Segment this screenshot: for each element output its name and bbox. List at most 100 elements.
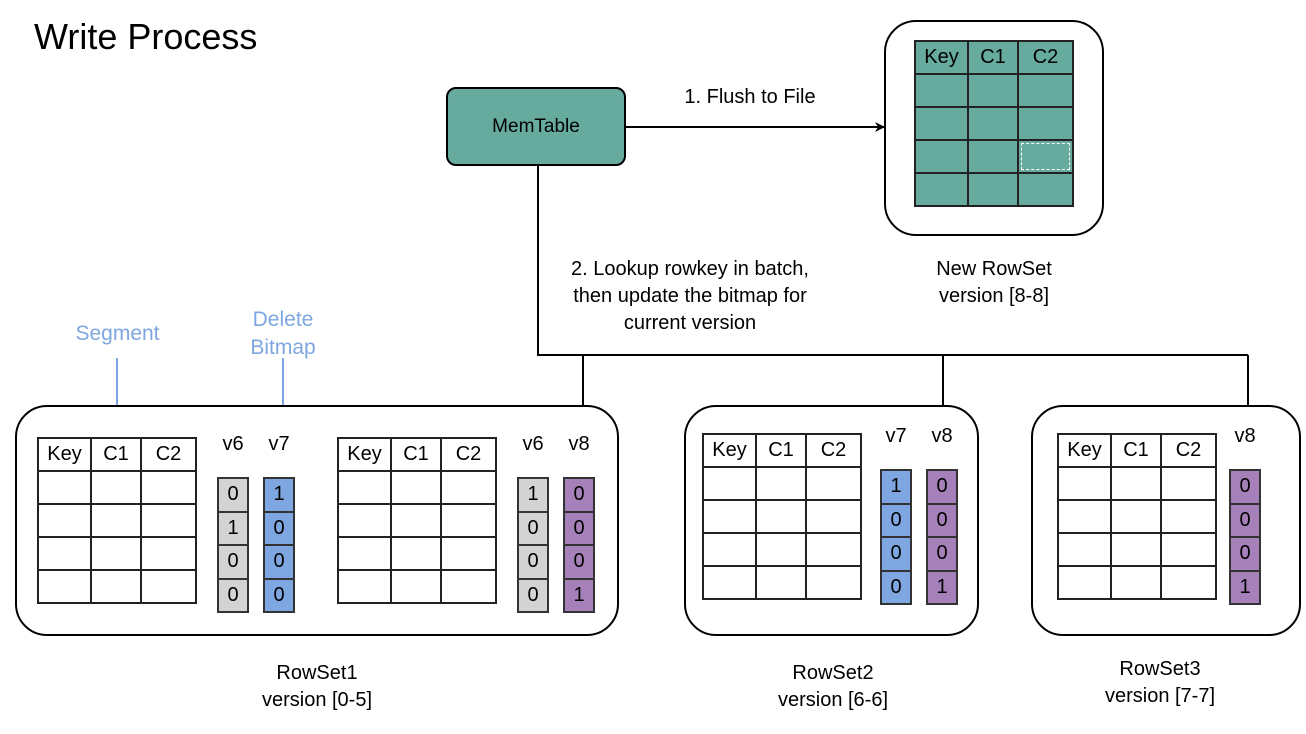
bitmap-version-label: v8 xyxy=(1234,425,1256,447)
bitmap-bit: 0 xyxy=(217,544,249,580)
cell xyxy=(805,532,862,567)
cell xyxy=(805,466,862,501)
memtable-label: MemTable xyxy=(492,115,580,137)
bitmap-bit: 1 xyxy=(217,510,249,546)
table-row xyxy=(914,139,1074,174)
new-rowset-name: New RowSet xyxy=(936,258,1052,280)
cell xyxy=(914,172,969,207)
lookup-label-line-1: 2. Lookup rowkey in batch, xyxy=(571,258,809,280)
rowset2-version: version [6-6] xyxy=(777,689,889,711)
header-key: Key xyxy=(337,437,392,472)
table-row xyxy=(702,565,862,600)
cell xyxy=(914,139,969,174)
bitmap-bit: 0 xyxy=(1229,469,1261,505)
flush-label: 1. Flush to File xyxy=(684,86,816,108)
lookup-label-line-2: then update the bitmap for xyxy=(573,285,807,307)
cell xyxy=(1057,466,1112,501)
cell xyxy=(90,503,142,538)
new-rowset-segment-table: Key C1 C2 xyxy=(914,40,1074,207)
table-row xyxy=(702,466,862,501)
new-rowset-version: version [8-8] xyxy=(938,285,1050,307)
table-row xyxy=(914,73,1074,108)
rowset2-caption: RowSet2 version [6-6] xyxy=(733,660,933,714)
table-row xyxy=(914,106,1074,141)
header-key: Key xyxy=(914,40,969,75)
table-row xyxy=(1057,532,1217,567)
cell xyxy=(37,569,92,604)
cell xyxy=(755,532,807,567)
cell xyxy=(390,569,442,604)
bitmap-version-label: v6 xyxy=(222,433,244,455)
header-c2: C2 xyxy=(1017,40,1074,75)
delete-bitmap-annotation-line-2: Bitmap xyxy=(250,336,316,359)
header-c2: C2 xyxy=(1160,433,1217,468)
bitmap-bit: 0 xyxy=(563,544,595,580)
table-row xyxy=(914,172,1074,207)
cell xyxy=(755,565,807,600)
lookup-label-line-3: current version xyxy=(623,312,757,334)
table-row xyxy=(337,569,497,604)
cell xyxy=(967,106,1019,141)
bitmap-version-label: v8 xyxy=(931,425,953,447)
cell xyxy=(702,466,757,501)
bitmap-bit: 0 xyxy=(263,544,295,580)
table-header-row: Key C1 C2 xyxy=(914,40,1074,75)
bitmap-bit: 0 xyxy=(926,502,958,538)
cell xyxy=(337,470,392,505)
table-row xyxy=(37,536,197,571)
header-key: Key xyxy=(1057,433,1112,468)
header-c1: C1 xyxy=(1110,433,1162,468)
lookup-label: 2. Lookup rowkey in batch, then update t… xyxy=(540,256,840,337)
bitmap-bit: 1 xyxy=(880,469,912,505)
cell xyxy=(440,536,497,571)
cell xyxy=(1057,532,1112,567)
new-rowset[interactable]: Key C1 C2 xyxy=(884,20,1104,236)
table-row xyxy=(1057,565,1217,600)
cell xyxy=(1110,499,1162,534)
header-c2: C2 xyxy=(805,433,862,468)
bitmap-bit: 0 xyxy=(217,577,249,613)
cell xyxy=(337,503,392,538)
header-key: Key xyxy=(37,437,92,472)
cell xyxy=(1057,565,1112,600)
delete-bitmap-annotation-line-1: Delete xyxy=(252,308,314,331)
bitmap-bit: 0 xyxy=(563,510,595,546)
bitmap-bit: 0 xyxy=(517,577,549,613)
cell xyxy=(440,503,497,538)
rowset2-name: RowSet2 xyxy=(792,662,874,684)
cell xyxy=(1017,139,1074,174)
cell xyxy=(755,466,807,501)
cell xyxy=(390,470,442,505)
bitmap-bit: 1 xyxy=(926,569,958,605)
cell xyxy=(37,536,92,571)
cell xyxy=(914,73,969,108)
header-c1: C1 xyxy=(967,40,1019,75)
bitmap-bit: 0 xyxy=(926,469,958,505)
table-row xyxy=(702,499,862,534)
cell xyxy=(1017,172,1074,207)
rowset3-version: version [7-7] xyxy=(1104,685,1216,707)
bitmap-bit: 0 xyxy=(1229,536,1261,572)
cell xyxy=(140,536,197,571)
bitmap-bit: 0 xyxy=(263,577,295,613)
cell xyxy=(914,106,969,141)
cell xyxy=(805,565,862,600)
cell xyxy=(1160,532,1217,567)
memtable-node[interactable]: MemTable xyxy=(446,87,626,166)
segment-annotation: Segment xyxy=(75,322,160,345)
bitmap-bit: 1 xyxy=(517,477,549,513)
cell xyxy=(967,139,1019,174)
cell xyxy=(140,569,197,604)
